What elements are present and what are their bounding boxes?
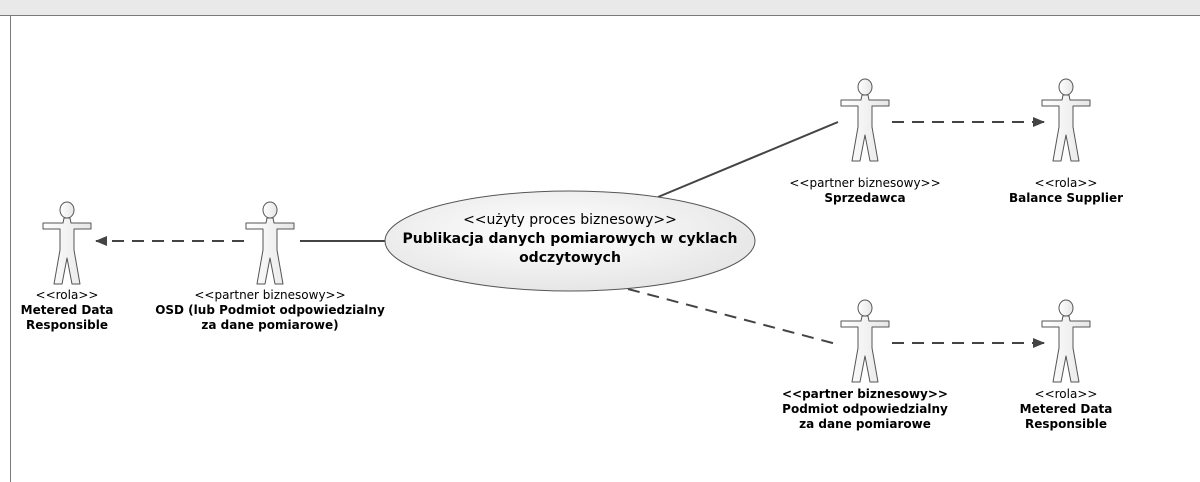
actor-name-line2: za dane pomiarowe) [201,318,339,332]
diagram-frame-border [10,16,11,482]
actor-role-left-label: <<rola>> Metered Data Responsible [7,288,127,333]
dependency-usecase-podmiot [627,288,841,346]
actor-sprzedawca-icon[interactable] [840,78,890,162]
association-sprzedawca-usecase [657,121,839,198]
use-case-stereotype: <<użyty proces biznesowy>> [463,212,677,228]
use-case-name-line2: odczytowych [519,250,621,266]
actor-role-bottom-right-icon[interactable] [1041,299,1091,383]
use-case-label: <<użyty proces biznesowy>> Publikacja da… [400,211,740,268]
actor-stereotype: <<rola>> [1034,387,1098,401]
actor-stereotype: <<partner biznesowy>> [781,387,948,401]
actor-name-line1: Sprzedawca [824,191,906,205]
actor-name-line2: Responsible [1025,417,1107,431]
actor-stereotype: <<partner biznesowy>> [789,176,941,190]
actor-role-left-icon[interactable] [42,201,92,285]
actor-name-line1: Metered Data [20,303,114,317]
actor-name-line2: za dane pomiarowe [799,417,931,431]
actor-balance-supplier-label: <<rola>> Balance Supplier [986,176,1146,206]
actor-osd-icon[interactable] [245,201,295,285]
actor-stereotype: <<rola>> [35,288,99,302]
actor-balance-supplier-icon[interactable] [1041,78,1091,162]
actor-sprzedawca-label: <<partner biznesowy>> Sprzedawca [775,176,955,206]
actor-role-bottom-right-label: <<rola>> Metered Data Responsible [1006,387,1126,432]
actor-podmiot-icon[interactable] [840,299,890,383]
diagram-frame-header [0,0,1200,16]
actor-name-line1: Balance Supplier [1008,191,1124,205]
actor-stereotype: <<rola>> [1034,176,1098,190]
actor-name-line1: OSD (lub Podmiot odpowiedzialny [155,303,385,317]
actor-name-line1: Podmiot odpowiedzialny [782,402,948,416]
use-case-name-line1: Publikacja danych pomiarowych w cyklach [402,231,738,247]
actor-name-line1: Metered Data [1019,402,1113,416]
actor-podmiot-label: <<partner biznesowy>> Podmiot odpowiedzi… [765,387,965,432]
use-case-ellipse[interactable] [384,190,756,292]
actor-osd-label: <<partner biznesowy>> OSD (lub Podmiot o… [150,288,390,333]
actor-stereotype: <<partner biznesowy>> [194,288,346,302]
actor-name-line2: Responsible [26,318,108,332]
